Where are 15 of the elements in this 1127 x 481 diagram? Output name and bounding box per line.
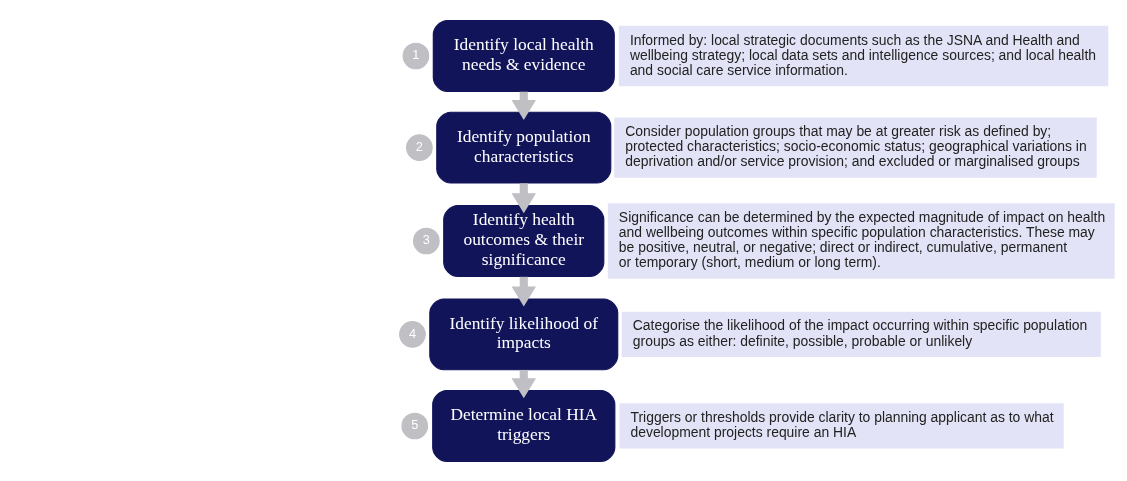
- node-box: Identify local health needs & evidence: [432, 19, 615, 92]
- node-circle: 3: [413, 227, 440, 254]
- node-box: Informed by: local strategic documents such as the JSNA and Health and wellbeing strategy; local data sets and intelligence sources; and local health and social care service information.: [618, 25, 1109, 86]
- node-box: Triggers or thresholds provide clarity to planning applicant as to what development projects require an HIA: [619, 402, 1064, 449]
- node-circle: 4: [399, 320, 426, 348]
- node-box: Identify likelihood of impacts: [429, 297, 619, 370]
- node-circle: 1: [402, 42, 430, 69]
- node-circle: 2: [406, 133, 433, 161]
- node-box: Identify population characteristics: [436, 111, 612, 184]
- node-box: Determine local HIA triggers: [432, 389, 616, 462]
- node-box: Consider population groups that may be at greater risk as defined by; protected characteristics; socio-economic status; geographical variations in deprivation and/or service provision; and excluded or marginalised groups: [614, 117, 1097, 178]
- node-box: Identify health outcomes & their significance: [443, 204, 605, 277]
- node-box: Significance can be determined by the expected magnitude of impact on health and wellbeing outcomes within specific population characteristics. These may be positive, neutral, or negative; direct or indirect, cumulative, permanent or temporary (short, medium or long term).: [607, 202, 1115, 279]
- node-circle: 5: [401, 412, 429, 439]
- node-box: Categorise the likelihood of the impact occurring within specific population groups as either: definite, possible, probable or unlikely: [621, 311, 1101, 357]
